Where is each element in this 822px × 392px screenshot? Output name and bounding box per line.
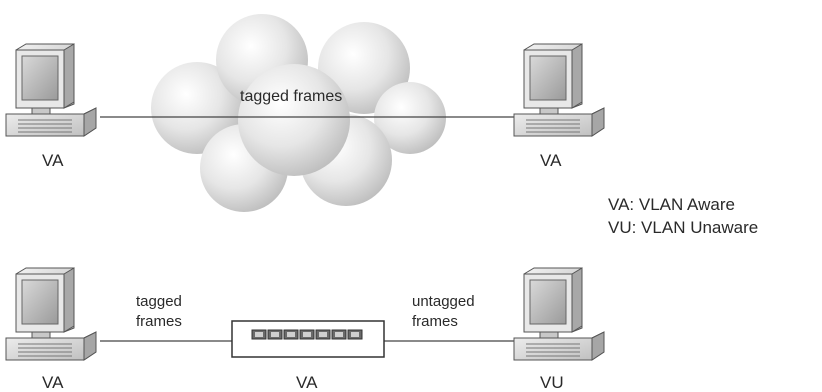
switch-label: VA [296,373,318,392]
bottom-left-link-label-line1: tagged [136,293,182,310]
switch-icon [231,320,385,358]
cloud-label: tagged frames [240,88,342,105]
top-left-node-label: VA [42,151,64,170]
bottom-right-link-label-line2: frames [412,313,458,330]
cloud-icon [151,14,446,212]
computer-icon [513,267,605,361]
computer-icon [5,267,97,361]
bottom-right-link-label-line1: untagged [412,293,475,310]
legend-va: VA: VLAN Aware [608,195,735,214]
top-right-node-label: VA [540,151,562,170]
bottom-right-node-label: VU [540,373,564,392]
legend-vu: VU: VLAN Unaware [608,218,758,237]
computer-icon [513,43,605,137]
bottom-left-node-label: VA [42,373,64,392]
computer-icon [5,43,97,137]
bottom-left-link-label-line2: frames [136,313,182,330]
